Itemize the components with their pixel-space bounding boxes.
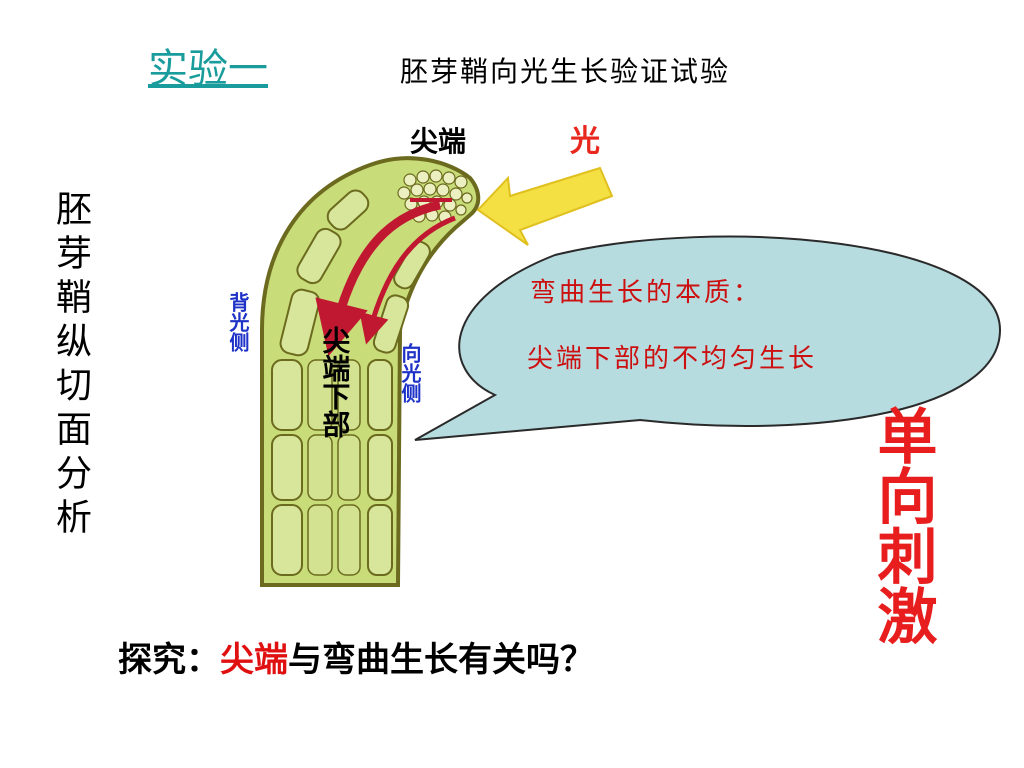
red-arrow-large <box>315 200 441 357</box>
lit-side-label: 向光侧 <box>398 343 422 403</box>
tip-cell-grid <box>397 169 473 224</box>
page-title: 胚芽鞘向光生长验证试验 <box>400 55 731 88</box>
question-highlight: 尖端 <box>220 640 288 680</box>
shaded-side-label: 背光侧 <box>226 292 250 352</box>
right-cell-column <box>367 240 431 576</box>
light-arrow <box>476 166 614 246</box>
lower-part-label: 尖端下部 <box>318 326 352 438</box>
question-suffix: 与弯曲生长有关吗？ <box>288 640 594 680</box>
light-label: 光 <box>570 124 600 159</box>
speech-bubble <box>414 235 1002 441</box>
left-cell-column <box>271 189 370 576</box>
tip-label: 尖端 <box>410 125 467 158</box>
bubble-line-1: 弯曲生长的本质： <box>530 278 763 308</box>
red-arrow-small <box>359 215 456 345</box>
inner-cell-column <box>307 359 361 576</box>
question-prefix: 探究： <box>118 640 220 680</box>
question-text: 探究：尖端与弯曲生长有关吗？ <box>118 632 594 681</box>
experiment-link[interactable]: 实验一 <box>148 46 268 92</box>
bubble-line-2: 尖端下部的不均匀生长 <box>527 344 818 374</box>
side-title: 胚芽鞘纵切面分析 <box>50 190 91 542</box>
stimulus-label: 单向刺激 <box>867 405 937 645</box>
